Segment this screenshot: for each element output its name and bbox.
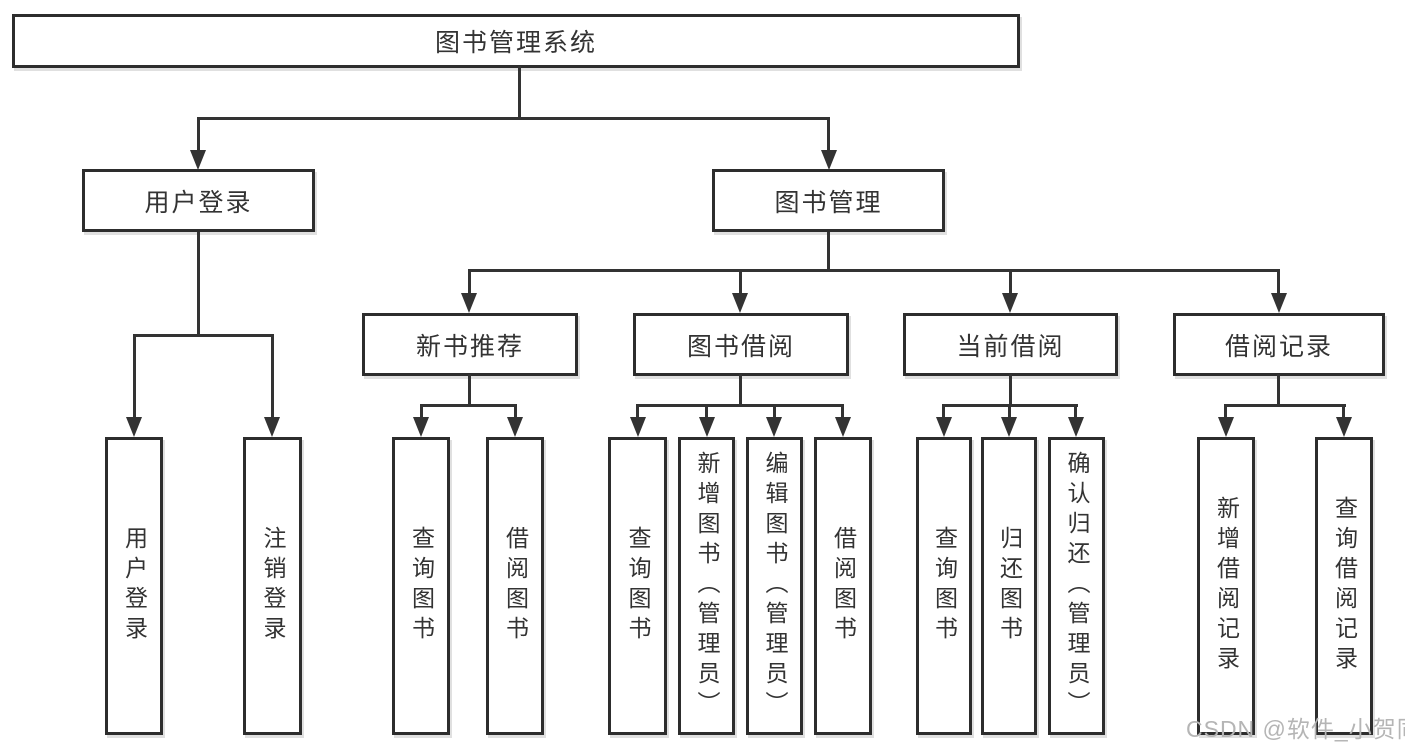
connector-book-borrow-branch <box>636 404 844 407</box>
node-rec-query: 查询图书 <box>392 437 450 735</box>
connector-to-bb-query <box>636 404 639 419</box>
node-borrow-record: 借阅记录 <box>1173 313 1385 376</box>
arrow-down-rec-query <box>413 417 429 437</box>
arrow-down-rec-borrow <box>507 417 523 437</box>
node-br-query: 查询借阅记录 <box>1315 437 1373 735</box>
connector-book-mgmt-stem <box>827 232 830 272</box>
node-user-login-label: 用户登录 <box>144 188 253 217</box>
arrow-down-bb-edit <box>766 417 782 437</box>
connector-to-cb-query <box>942 404 945 419</box>
arrow-down-bb-borrow <box>835 417 851 437</box>
csdn-watermark: CSDN @软件_小贺同学 <box>1186 716 1405 742</box>
node-login: 用户登录 <box>105 437 163 735</box>
arrow-down-bb-query <box>630 417 646 437</box>
arrow-down-logout <box>264 417 280 437</box>
node-book-mgmt-label: 图书管理 <box>774 188 883 217</box>
connector-user-login-branch <box>133 334 274 337</box>
node-new-book-rec: 新书推荐 <box>362 313 578 376</box>
arrow-down-bb-add <box>699 417 715 437</box>
arrow-down-cb-query <box>936 417 952 437</box>
node-borrow-record-label: 借阅记录 <box>1224 332 1333 361</box>
connector-to-borrow-record <box>1277 269 1280 295</box>
arrow-down-new-book-rec <box>461 293 477 313</box>
connector-to-cb-return <box>1008 404 1011 419</box>
connector-root-branch <box>197 117 830 120</box>
arrow-down-user-login <box>190 150 206 170</box>
arrow-down-br-add <box>1218 417 1234 437</box>
node-bb-query: 查询图书 <box>608 437 667 735</box>
connector-new-book-rec-branch <box>420 404 517 407</box>
connector-to-cb-confirm <box>1074 404 1077 419</box>
node-bb-edit: 编辑图书（管理员） <box>746 437 803 735</box>
node-bb-borrow-label: 借阅图书 <box>830 526 857 646</box>
node-br-add: 新增借阅记录 <box>1197 437 1255 735</box>
connector-to-logout <box>271 334 274 419</box>
connector-to-book-borrow <box>739 269 742 295</box>
connector-to-book-mgmt <box>827 117 830 153</box>
node-rec-borrow-label: 借阅图书 <box>502 526 529 646</box>
node-root: 图书管理系统 <box>12 14 1020 68</box>
connector-to-br-add <box>1224 404 1227 419</box>
node-book-borrow-label: 图书借阅 <box>686 332 795 361</box>
node-current-borrow-label: 当前借阅 <box>956 332 1065 361</box>
connector-current-borrow-stem <box>1009 374 1012 407</box>
connector-to-new-book-rec <box>468 269 471 295</box>
arrow-down-current-borrow <box>1002 293 1018 313</box>
node-cb-return-label: 归还图书 <box>996 526 1023 646</box>
connector-borrow-record-branch <box>1224 404 1346 407</box>
connector-book-borrow-stem <box>739 374 742 407</box>
connector-new-book-rec-stem <box>468 374 471 407</box>
node-logout: 注销登录 <box>243 437 302 735</box>
node-br-query-label: 查询借阅记录 <box>1331 496 1358 676</box>
connector-to-bb-add <box>705 404 708 419</box>
arrow-down-book-mgmt <box>821 150 837 170</box>
node-cb-confirm: 确认归还（管理员） <box>1048 437 1105 735</box>
connector-to-bb-edit <box>773 404 776 419</box>
node-bb-query-label: 查询图书 <box>625 526 651 646</box>
node-user-login: 用户登录 <box>82 169 315 232</box>
arrow-down-book-borrow <box>732 293 748 313</box>
arrow-down-borrow-record <box>1271 293 1287 313</box>
node-root-label: 图书管理系统 <box>434 29 597 57</box>
node-bb-add-label: 新增图书（管理员） <box>694 451 720 721</box>
node-new-book-rec-label: 新书推荐 <box>415 332 524 361</box>
connector-to-user-login <box>197 117 200 153</box>
arrow-down-br-query <box>1336 417 1352 437</box>
connector-user-login-stem <box>197 232 200 337</box>
node-rec-borrow: 借阅图书 <box>486 437 544 735</box>
arrow-down-cb-confirm <box>1068 417 1084 437</box>
node-bb-edit-label: 编辑图书（管理员） <box>762 451 788 721</box>
node-bb-add: 新增图书（管理员） <box>678 437 735 735</box>
connector-root-stem <box>518 66 521 119</box>
node-book-mgmt: 图书管理 <box>712 169 945 232</box>
node-current-borrow: 当前借阅 <box>903 313 1118 376</box>
connector-to-rec-query <box>420 404 423 419</box>
node-rec-query-label: 查询图书 <box>408 526 435 646</box>
node-login-label: 用户登录 <box>121 526 148 646</box>
node-cb-confirm-label: 确认归还（管理员） <box>1064 451 1090 721</box>
node-book-borrow: 图书借阅 <box>633 313 849 376</box>
connector-to-current-borrow <box>1009 269 1012 295</box>
connector-to-br-query <box>1342 404 1345 419</box>
node-cb-query-label: 查询图书 <box>931 526 958 646</box>
node-logout-label: 注销登录 <box>260 526 286 646</box>
node-br-add-label: 新增借阅记录 <box>1213 496 1240 676</box>
node-bb-borrow: 借阅图书 <box>814 437 872 735</box>
node-cb-query: 查询图书 <box>916 437 972 735</box>
connector-to-login <box>133 334 136 419</box>
connector-borrow-record-stem <box>1277 374 1280 407</box>
arrow-down-cb-return <box>1001 417 1017 437</box>
connector-to-bb-borrow <box>841 404 844 419</box>
arrow-down-login <box>126 417 142 437</box>
connector-book-mgmt-branch <box>468 269 1280 272</box>
node-cb-return: 归还图书 <box>981 437 1037 735</box>
connector-to-rec-borrow <box>514 404 517 419</box>
